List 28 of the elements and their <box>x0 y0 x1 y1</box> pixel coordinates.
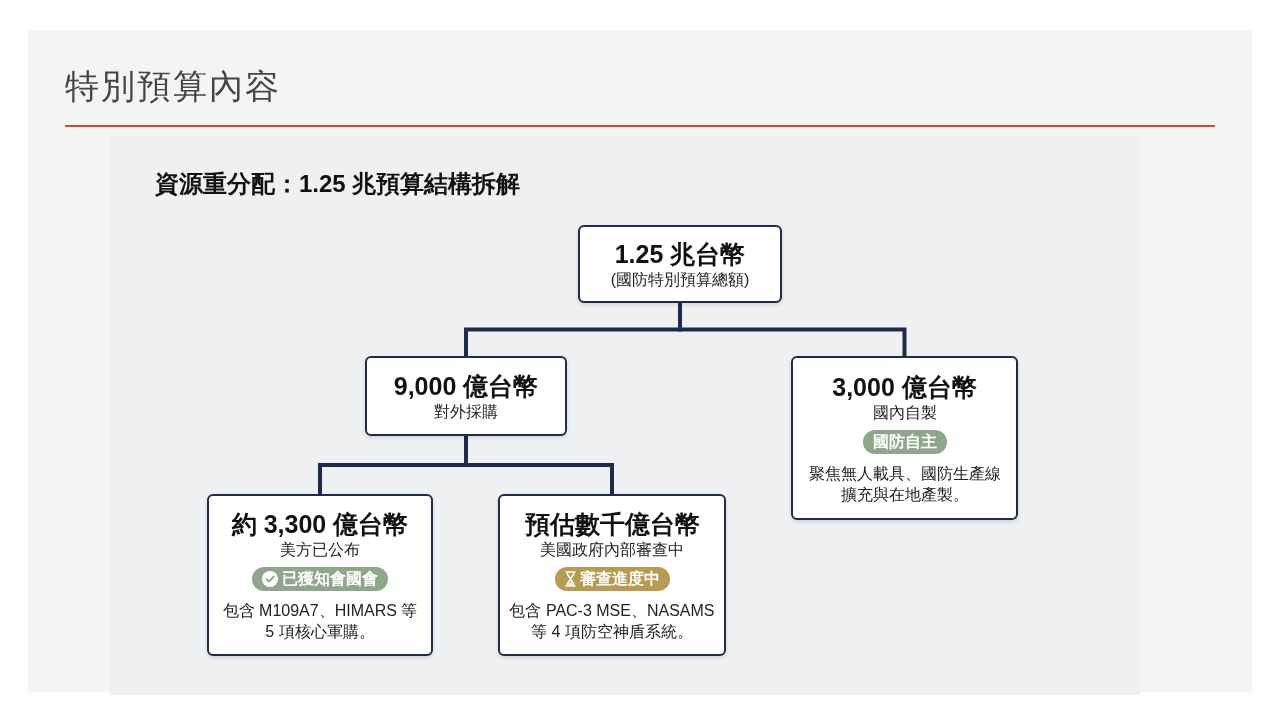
amount-box <box>791 356 1018 520</box>
box-subtitle: 對外採購 <box>434 401 498 422</box>
amount-heading: 9,000 億台幣 <box>393 370 539 401</box>
amount-heading: 預估數千億台幣 <box>524 508 700 539</box>
description-text: 包含 M109A7、HIMARS 等 5 項核心軍購。 <box>221 600 419 642</box>
amount-heading: 3,000 億台幣 <box>832 371 977 402</box>
status-badge <box>252 566 388 591</box>
amount-heading: 1.25 兆台幣 <box>614 238 746 269</box>
slide-title: 特別預算內容 <box>65 66 281 107</box>
badge-label: 已獲知會國會 <box>282 568 378 589</box>
diagram-heading: 資源重分配：1.25 兆預算結構拆解 <box>155 169 521 199</box>
box-subtitle: 美國政府內部審查中 <box>540 539 684 560</box>
badge-label: 審查進度中 <box>579 568 660 589</box>
amount-box <box>365 356 567 436</box>
amount-box <box>498 494 726 656</box>
status-badge <box>554 566 670 591</box>
amount-heading: 約 3,300 億台幣 <box>231 508 409 539</box>
badge-label: 國防自主 <box>872 431 937 452</box>
amount-box <box>207 494 433 656</box>
connector-line <box>464 436 614 494</box>
box-subtitle: 美方已公布 <box>280 539 360 560</box>
description-text: 包含 PAC-3 MSE、NASAMS 等 4 項防空神盾系統。 <box>508 600 716 642</box>
connector-line <box>678 303 907 356</box>
status-badge <box>862 429 947 454</box>
amount-box <box>578 225 782 303</box>
box-subtitle: (國防特別預算總額) <box>610 269 750 290</box>
box-subtitle: 國內自製 <box>872 402 937 423</box>
description-text: 聚焦無人載具、國防生產線擴充與在地產製。 <box>807 463 1002 505</box>
